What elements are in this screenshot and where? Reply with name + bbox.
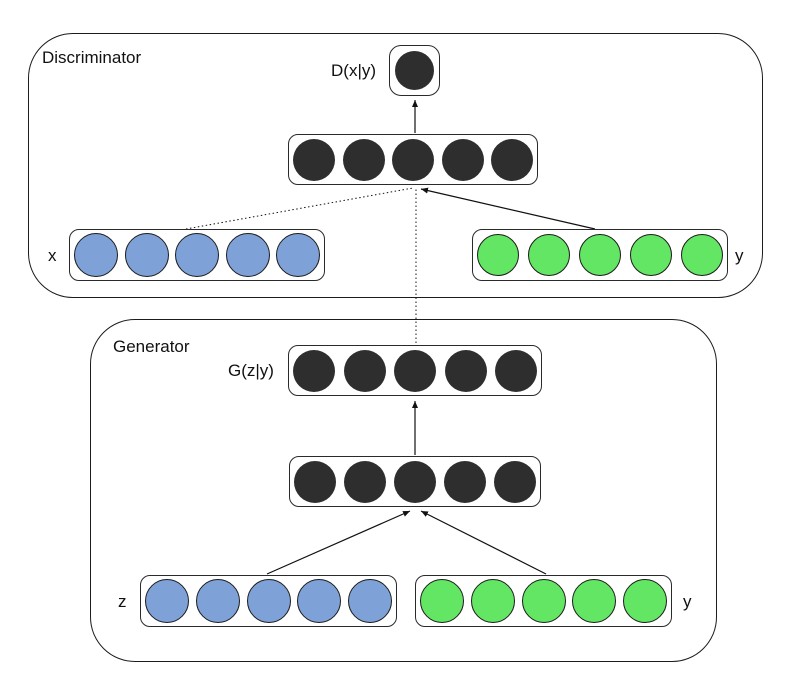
neuron-node <box>294 460 336 503</box>
neuron-node <box>495 349 537 392</box>
neuron-node <box>441 138 484 181</box>
discriminator-hidden-layer <box>288 134 538 185</box>
generator-output-layer <box>288 345 542 396</box>
neuron-node <box>293 349 335 392</box>
discriminator-y-label: y <box>735 246 744 265</box>
generator-output-label: G(z|y) <box>228 361 274 380</box>
x-input-label: x <box>48 246 57 265</box>
neuron-node <box>392 138 434 181</box>
discriminator-output-node-box <box>389 45 440 96</box>
neuron-node <box>477 234 519 276</box>
discriminator-y-condition-layer <box>472 229 728 281</box>
neuron-node <box>195 579 240 623</box>
generator-group-box <box>90 319 717 662</box>
neuron-node <box>579 234 621 276</box>
neuron-node <box>394 460 436 503</box>
discriminator-x-input-layer <box>69 229 325 281</box>
neuron-node <box>494 460 536 503</box>
neuron-node <box>344 460 386 503</box>
neuron-node <box>528 234 570 276</box>
z-input-label: z <box>118 592 127 611</box>
discriminator-title: Discriminator <box>42 48 142 67</box>
neuron-node <box>444 460 486 503</box>
neuron-node <box>521 579 566 623</box>
neuron-node <box>630 234 672 276</box>
neuron-node <box>623 579 667 623</box>
neuron-node <box>348 579 392 623</box>
neuron-node <box>124 233 169 277</box>
generator-z-input-layer <box>140 575 397 627</box>
generator-y-label: y <box>683 592 692 611</box>
neuron-node <box>225 233 270 277</box>
neuron-node <box>470 579 515 623</box>
generator-y-condition-layer <box>415 575 672 627</box>
neuron-node <box>420 579 464 623</box>
neuron-node <box>145 579 189 623</box>
neuron-node <box>681 234 723 276</box>
neuron-node <box>491 138 533 181</box>
neuron-node <box>293 138 335 181</box>
neuron-node <box>297 579 342 623</box>
neuron-node <box>342 138 385 181</box>
neuron-node <box>74 233 118 277</box>
neuron-node <box>572 579 617 623</box>
discriminator-output-label: D(x|y) <box>331 61 377 80</box>
neuron-node <box>444 349 487 392</box>
discriminator-group-box <box>28 33 763 298</box>
neuron-node <box>343 349 386 392</box>
generator-hidden-layer <box>289 456 541 507</box>
neuron-node <box>395 51 434 90</box>
neuron-node <box>175 233 219 277</box>
neuron-node <box>246 579 291 623</box>
generator-title: Generator <box>113 337 190 356</box>
neuron-node <box>394 349 436 392</box>
neuron-node <box>276 233 320 277</box>
